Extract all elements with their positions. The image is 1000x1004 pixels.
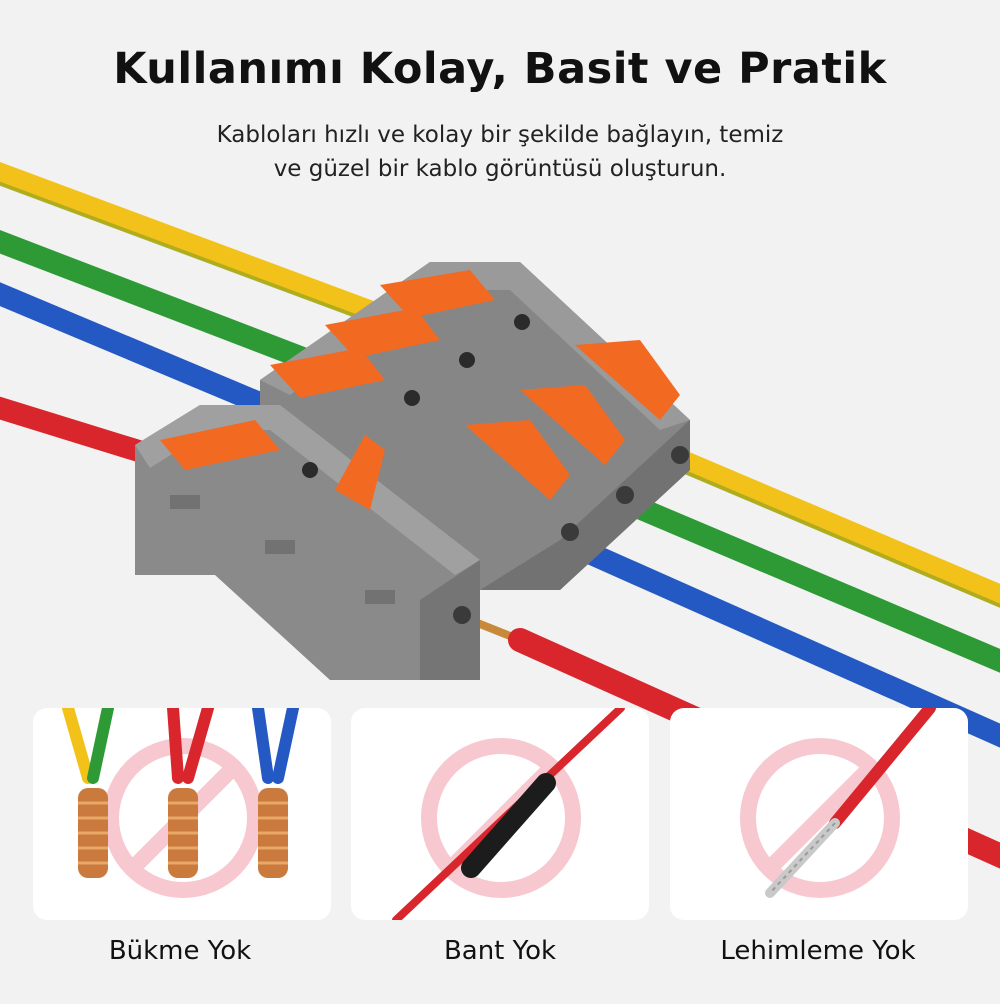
connector-single [135, 405, 480, 680]
twisted-wires-image [62, 708, 299, 898]
subtitle-line-1: Kabloları hızlı ve kolay bir şekilde bağ… [216, 122, 784, 148]
panel-no-soldering [670, 708, 968, 920]
wires-left [0, 161, 431, 481]
page-title: Kullanımı Kolay, Basit ve Pratik [113, 44, 887, 94]
subtitle-line-2: ve güzel bir kablo görüntüsü oluşturun. [273, 156, 727, 182]
taped-wire-image [392, 708, 625, 920]
panel-label-no-tape: Bant Yok [443, 936, 557, 966]
panel-no-twisting [33, 708, 331, 920]
page-subtitle: Kabloları hızlı ve kolay bir şekilde bağ… [150, 118, 850, 186]
no-sign-icon [740, 738, 900, 898]
panel-label-no-twisting: Bükme Yok [108, 936, 252, 966]
panel-label-no-soldering: Lehimleme Yok [720, 936, 916, 966]
soldered-wire-image [740, 708, 936, 898]
panel-no-tape [351, 708, 649, 920]
connector-three-way [260, 262, 690, 590]
